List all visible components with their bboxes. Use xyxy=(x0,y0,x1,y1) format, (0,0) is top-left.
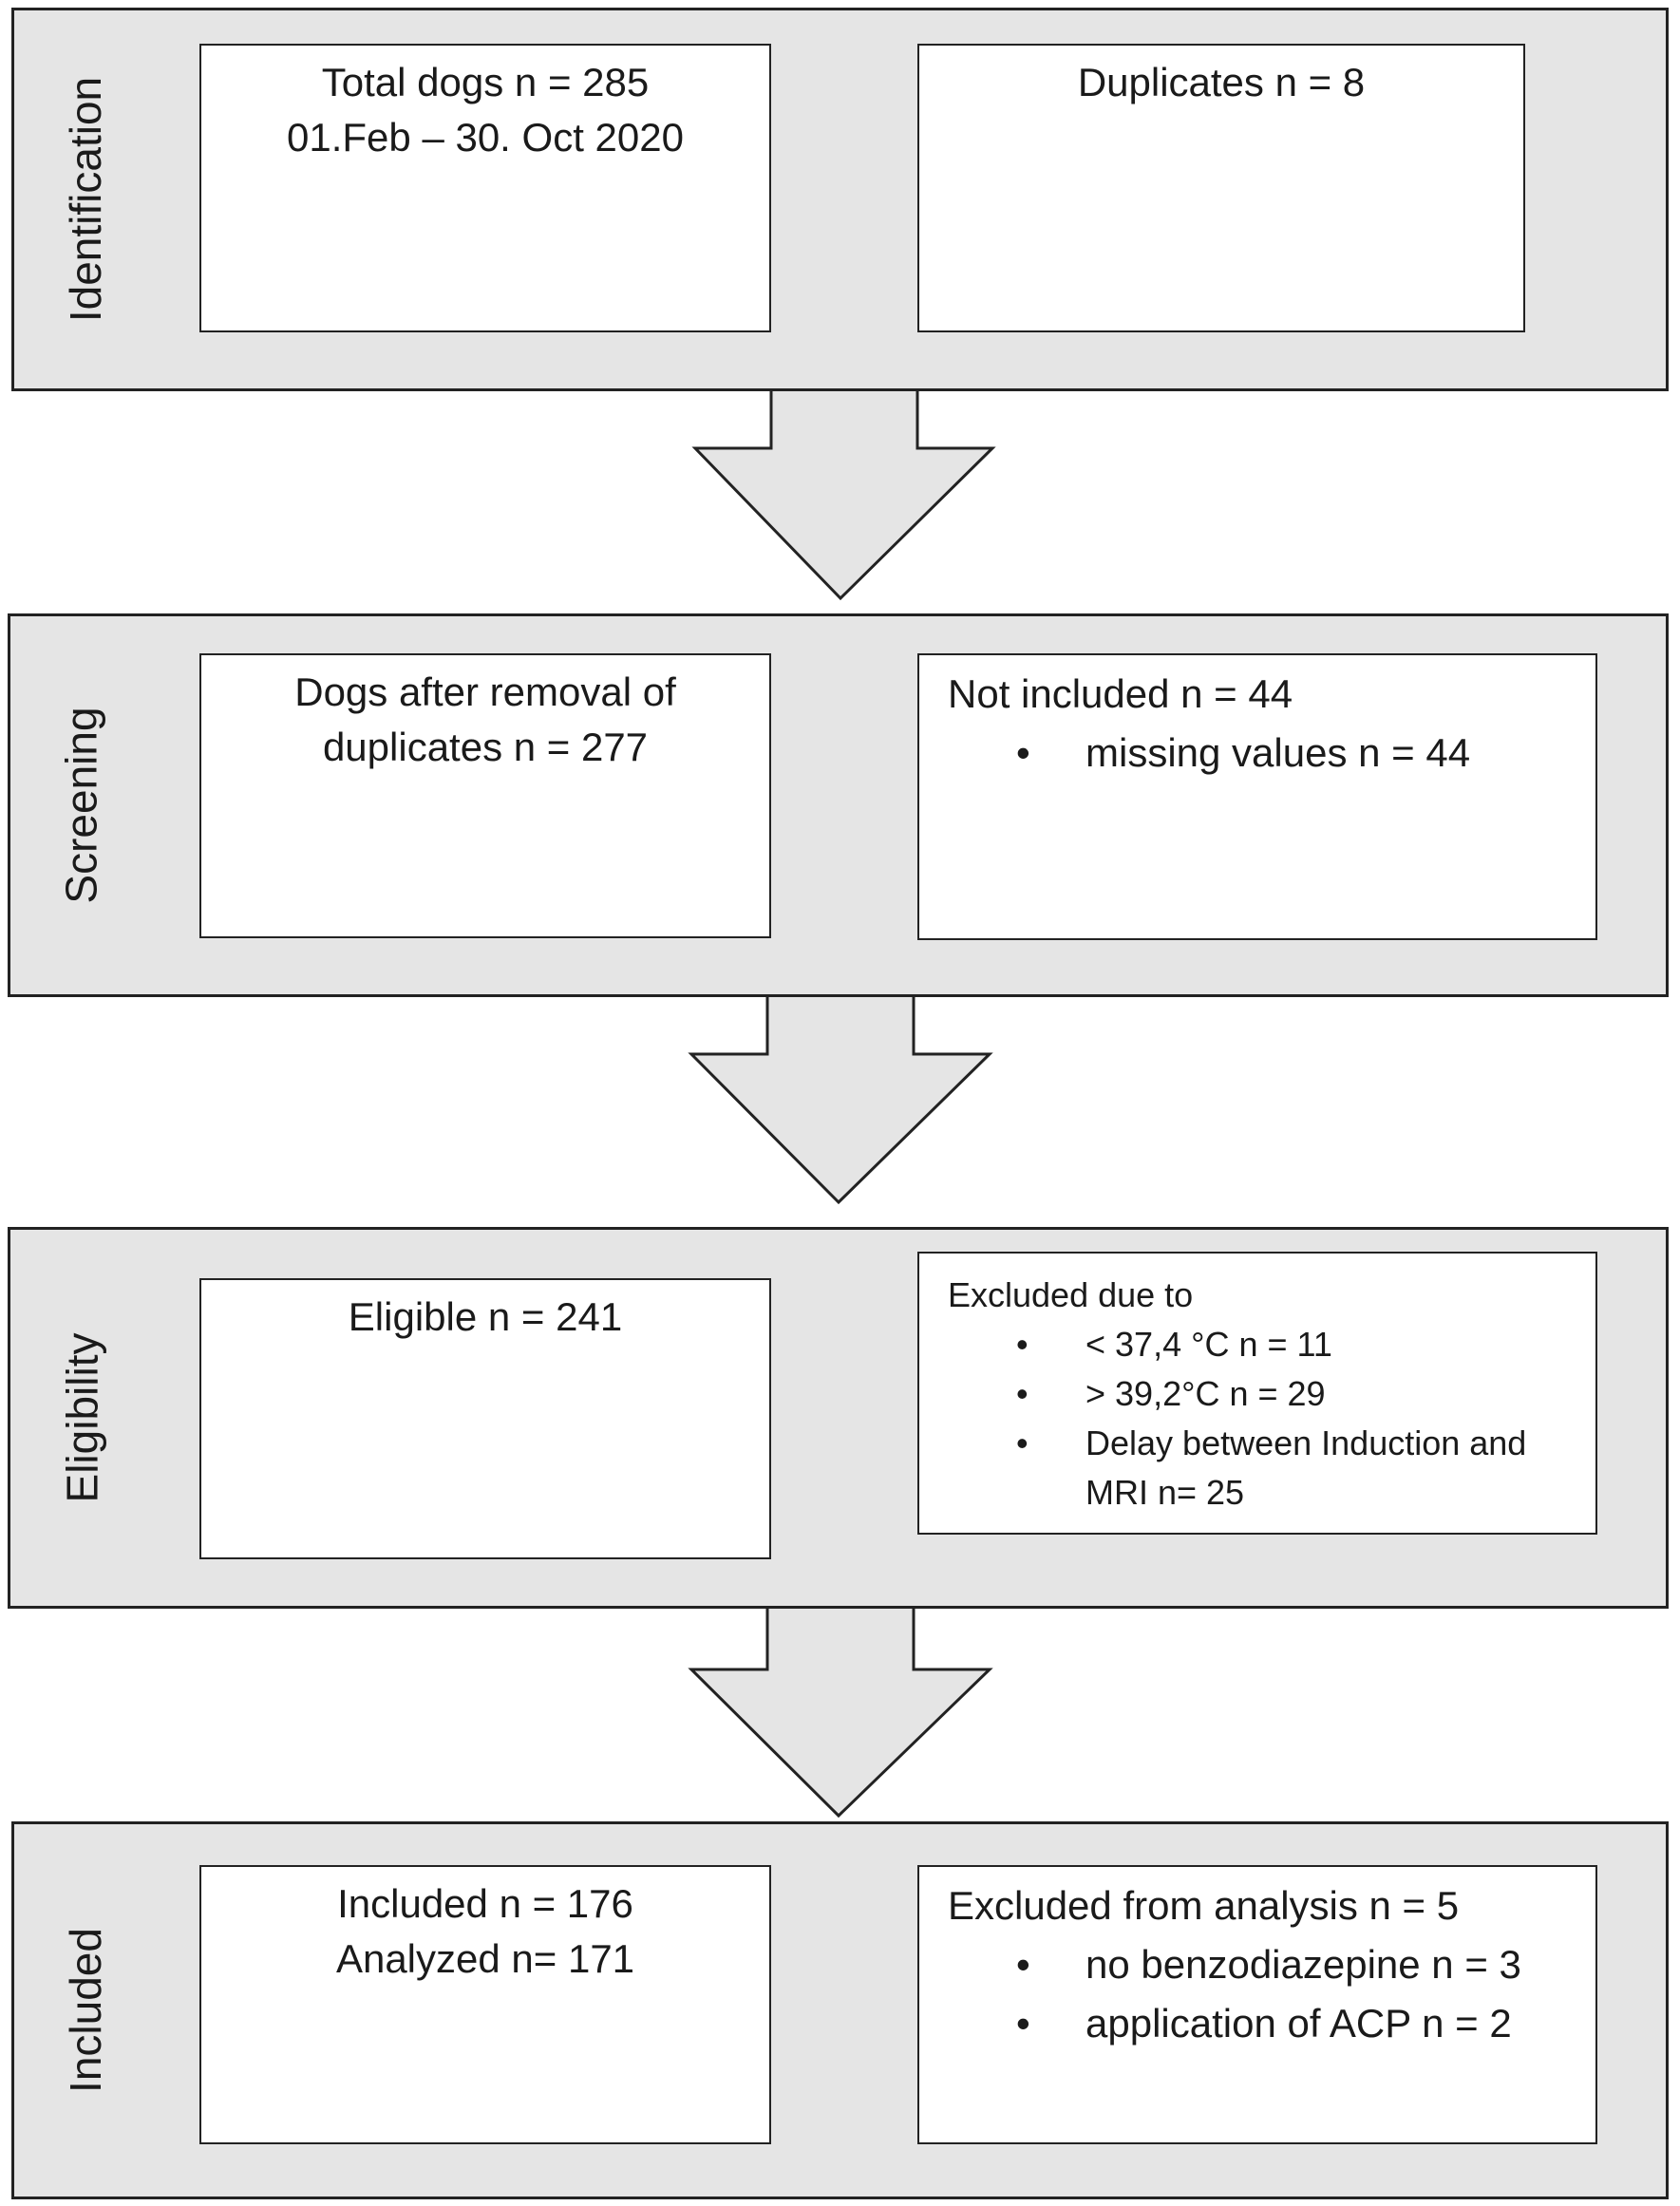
list-item: no benzodiazepine n = 3 xyxy=(948,1935,1595,1994)
arrow-down-screening-to-eligibility xyxy=(688,997,993,1205)
box-text-line: Dogs after removal of xyxy=(294,669,676,714)
list-item: > 39,2°C n = 29 xyxy=(948,1369,1595,1419)
box-text-line: duplicates n = 277 xyxy=(322,725,649,769)
box-text-line: Total dogs n = 285 xyxy=(321,60,650,104)
box-text-line: Analyzed n= 171 xyxy=(335,1936,635,1981)
exclusion-list: no benzodiazepine n = 3 application of A… xyxy=(948,1935,1595,2053)
arrow-down-identification-to-screening xyxy=(691,391,996,601)
box-not-included: Not included n = 44 missing values n = 4… xyxy=(917,653,1597,940)
box-text-line: Eligible n = 241 xyxy=(348,1294,623,1339)
arrow-down-eligibility-to-included xyxy=(688,1609,993,1819)
exclusion-list: < 37,4 °C n = 11 > 39,2°C n = 29 Delay b… xyxy=(948,1320,1595,1518)
list-item: application of ACP n = 2 xyxy=(948,1994,1595,2053)
box-heading: Excluded due to xyxy=(948,1275,1194,1314)
box-included-analyzed: Included n = 176 Analyzed n= 171 xyxy=(199,1865,771,2144)
box-excluded-from-analysis: Excluded from analysis n = 5 no benzodia… xyxy=(917,1865,1597,2144)
list-item: Delay between Induction and MRI n= 25 xyxy=(948,1419,1595,1518)
box-total-dogs: Total dogs n = 285 01.Feb – 30. Oct 2020 xyxy=(199,44,771,332)
box-text-line: Included n = 176 xyxy=(337,1881,633,1926)
box-heading: Excluded from analysis n = 5 xyxy=(948,1883,1460,1928)
box-text-line: Duplicates n = 8 xyxy=(1077,60,1366,104)
box-duplicates: Duplicates n = 8 xyxy=(917,44,1525,332)
box-eligible: Eligible n = 241 xyxy=(199,1278,771,1559)
list-item: missing values n = 44 xyxy=(948,724,1595,782)
list-item: < 37,4 °C n = 11 xyxy=(948,1320,1595,1369)
box-excluded-due-to: Excluded due to < 37,4 °C n = 11 > 39,2°… xyxy=(917,1252,1597,1535)
box-after-duplicates: Dogs after removal of duplicates n = 277 xyxy=(199,653,771,938)
exclusion-list: missing values n = 44 xyxy=(948,724,1595,782)
box-heading: Not included n = 44 xyxy=(948,671,1293,716)
box-text-line: 01.Feb – 30. Oct 2020 xyxy=(287,115,684,160)
